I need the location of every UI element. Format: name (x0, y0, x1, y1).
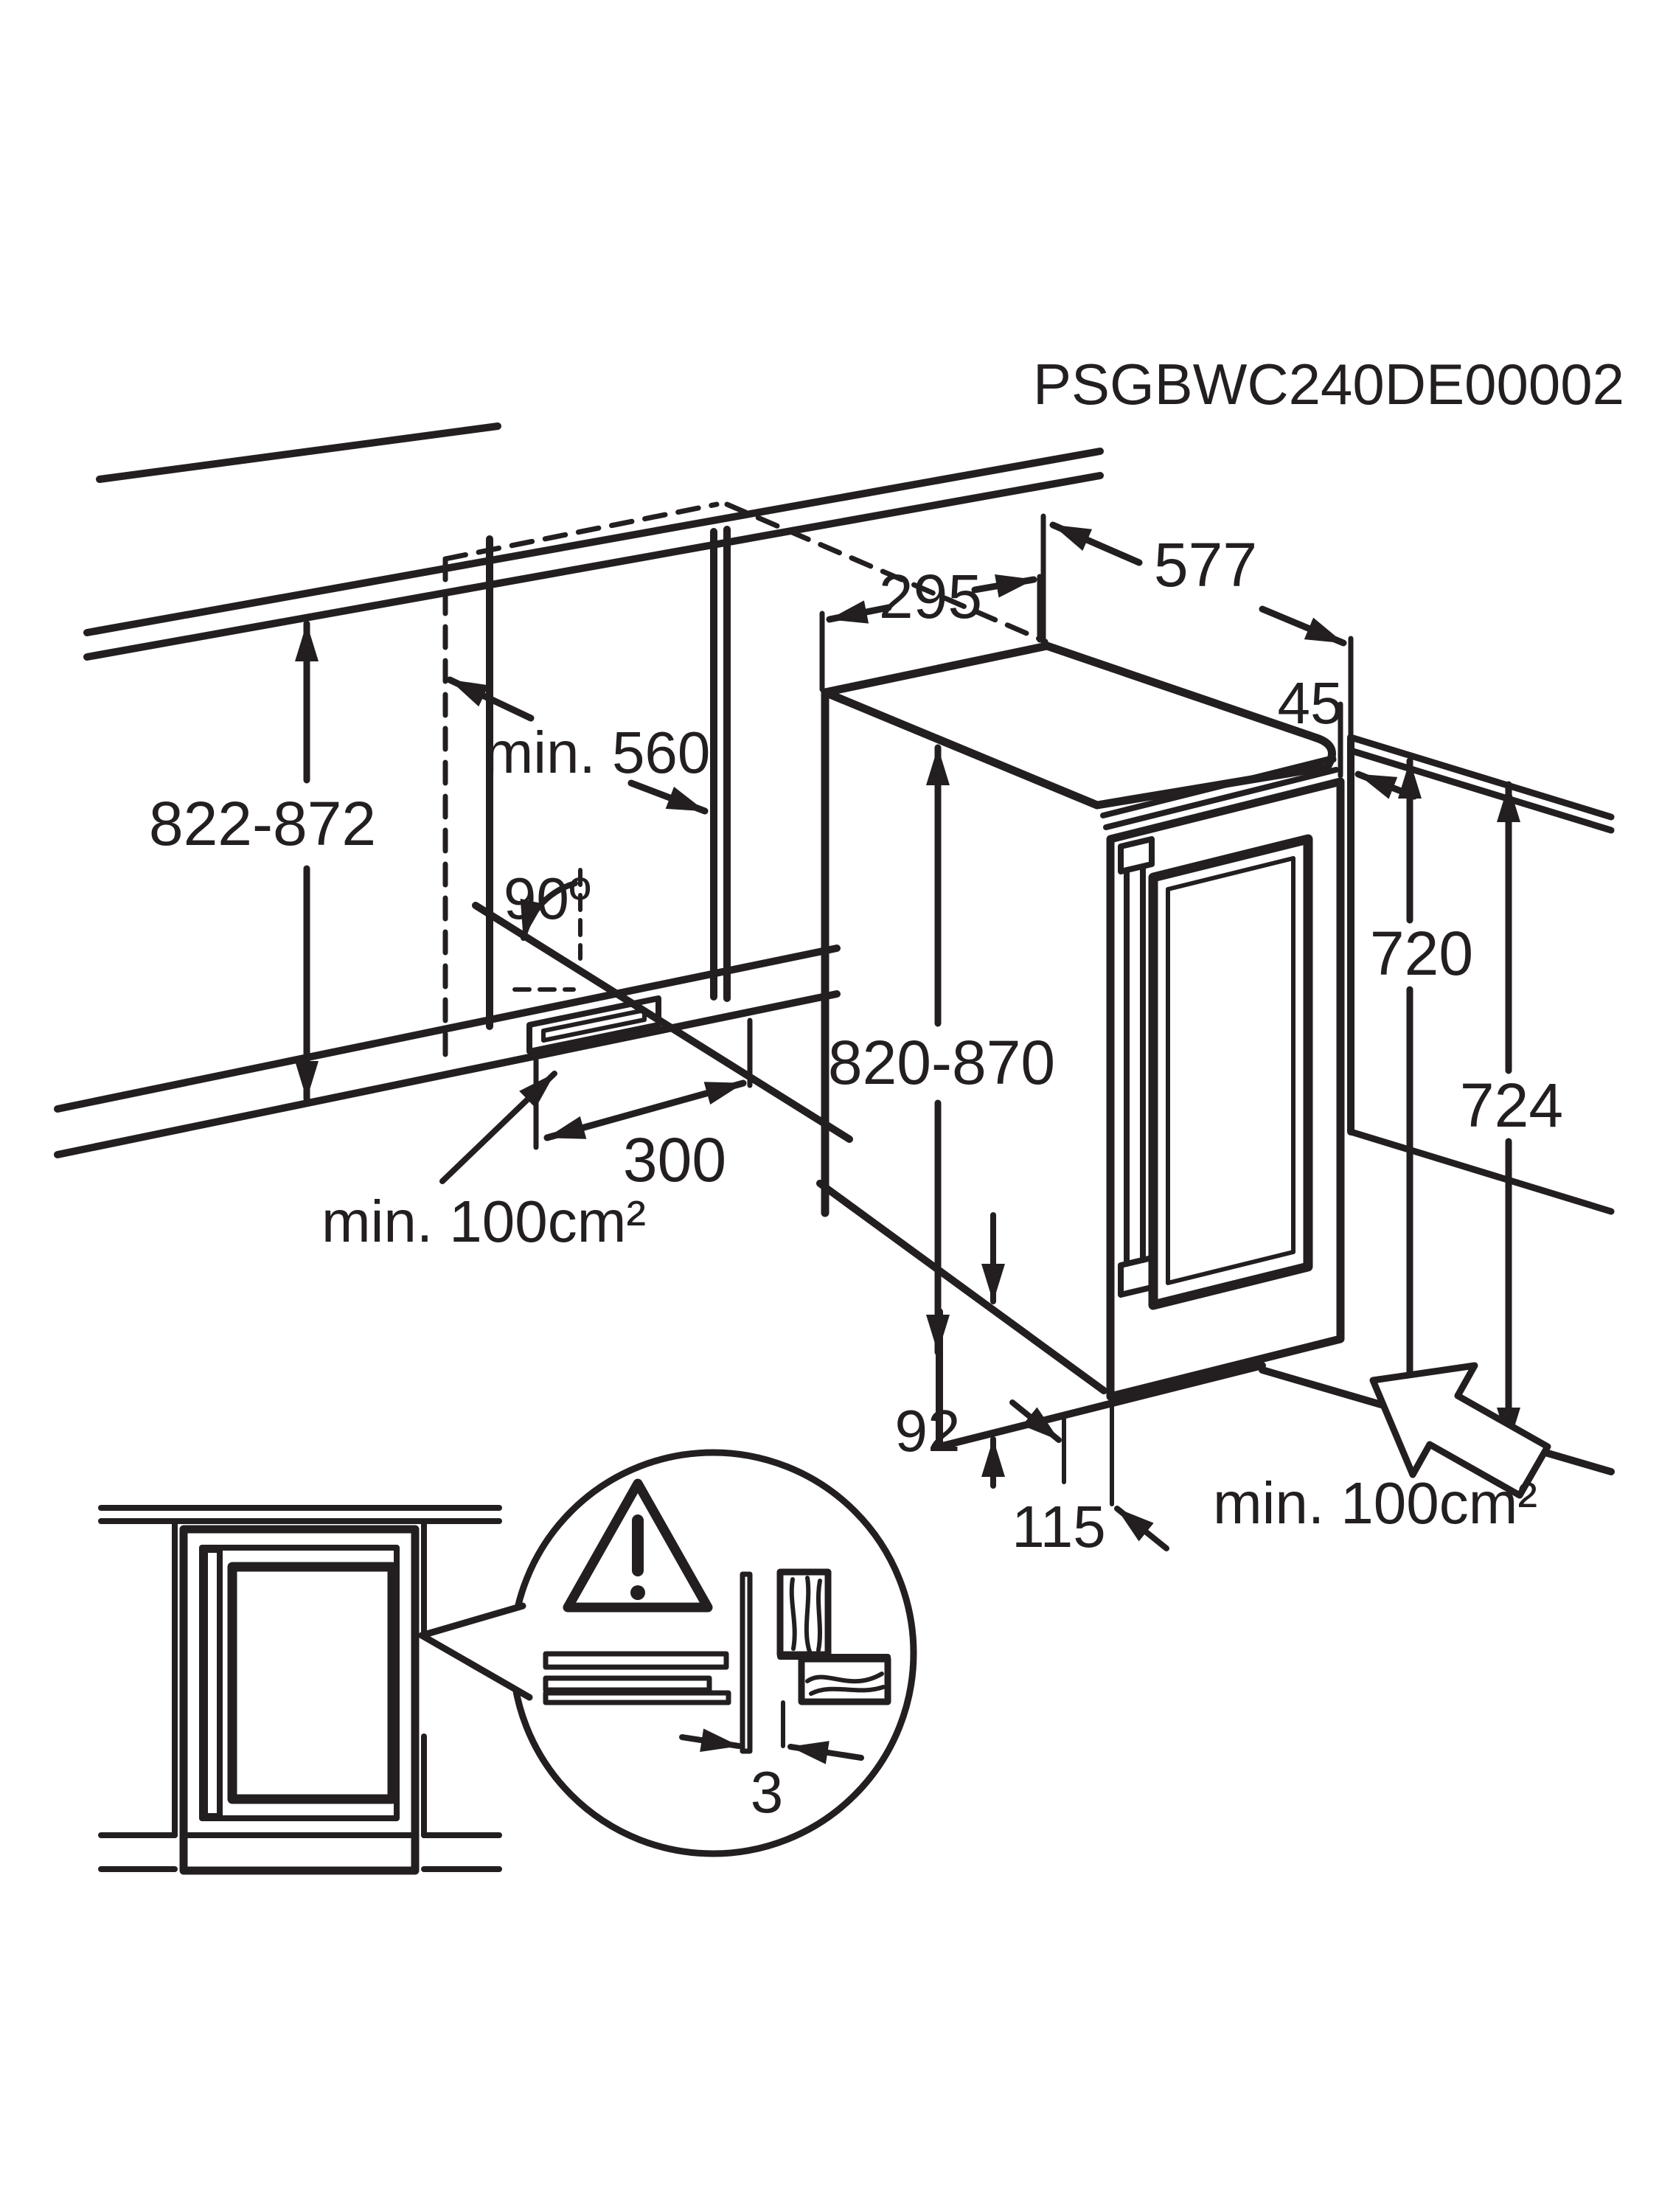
fv-glass-frame (227, 1562, 397, 1804)
cs-worktop-edge (543, 1651, 729, 1670)
vent-slot-inner (541, 1008, 647, 1043)
wood-grain-vertical (789, 1576, 822, 1654)
label-top-depth: 577 (1154, 530, 1257, 599)
dim-niche-height: 822-872 (149, 620, 376, 1102)
plinth-vent: 300 min. 100cm² (321, 995, 753, 1254)
cs-door-front-edge (740, 1571, 753, 1754)
unit-top-face (821, 641, 1336, 810)
cs-wood-panel-horizontal (798, 1655, 891, 1705)
right-side-panel (1347, 734, 1615, 1215)
panel-bottom-edge (1347, 1128, 1615, 1215)
fv-unit-outline (179, 1525, 420, 1875)
label-door-angle: 90º (504, 866, 591, 931)
toe-kick-floor-edge (936, 1362, 1266, 1450)
gap-arrow-right (787, 1741, 864, 1764)
gap-cross-section: 3 (543, 1568, 891, 1825)
open-door-edge (472, 902, 853, 1143)
model-code: PSGBWC240DE00002 (1033, 352, 1624, 417)
panel-top-edge-a (1347, 734, 1615, 821)
dim-top-width: 295 (819, 562, 1043, 692)
dim-niche-depth: min. 560 (446, 676, 711, 815)
countertop-front-upper (83, 448, 1104, 636)
label-appliance-height: 820-870 (828, 1028, 1055, 1097)
dim-295-arrow-left (826, 600, 892, 624)
detail-bubble: 3 (418, 1449, 917, 1857)
label-door-height: 720 (1370, 919, 1473, 988)
warning-triangle-icon (563, 1478, 713, 1613)
niche-hidden-depth-edge (724, 501, 1048, 644)
dim-top-depth: 577 (1040, 513, 1354, 742)
niche-hidden-top-edge (442, 501, 720, 562)
unit-top-trim-1 (1100, 755, 1336, 818)
label-vent-width: 300 (623, 1125, 726, 1194)
door-open-90: 90º (472, 866, 853, 1143)
dim-45-arrow-right (1354, 771, 1418, 800)
label-niche-height: 822-872 (149, 789, 376, 858)
countertop-front-lower (83, 472, 1104, 661)
label-vent-area-left: min. 100cm² (321, 1189, 646, 1254)
dim-plinth-recess: 115 (1009, 1399, 1169, 1559)
bubble-tail (418, 1602, 533, 1701)
panel-top-edge-b (1347, 747, 1615, 834)
label-plinth-recess: 115 (1012, 1494, 1106, 1559)
wood-grain-horizontal (805, 1672, 886, 1696)
dim-560-arrow-right (627, 779, 709, 815)
unit-top-trim-2 (1103, 767, 1339, 830)
cs-door-lower-layer (543, 1690, 731, 1705)
dim-plinth-height: 92 (895, 1212, 1005, 1489)
airflow-block-arrow (1369, 1362, 1551, 1499)
cs-door-top-layer (543, 1675, 712, 1693)
door-glass-frame (1148, 834, 1313, 1310)
base-plinth-top-line (54, 945, 841, 1113)
dim-door-height: 720 (1370, 757, 1473, 1419)
gap-arrow-left (679, 1728, 742, 1752)
label-top-width: 295 (879, 562, 982, 631)
ventilation-flow: min. 100cm² (1213, 1362, 1551, 1536)
dim-side-height: 724 (1460, 781, 1563, 1449)
wine-cooler-unit (816, 641, 1615, 1506)
label-side-height: 724 (1460, 1071, 1563, 1140)
label-plinth-height: 92 (895, 1398, 961, 1464)
base-plinth-bottom-line (54, 990, 841, 1158)
label-niche-depth: min. 560 (484, 720, 711, 785)
dim-appliance-height: 820-870 (828, 744, 1055, 1356)
dim-560-arrow-left (446, 676, 535, 722)
label-side-gap: 3 (751, 1759, 784, 1825)
fv-handle (202, 1547, 223, 1819)
dim-115-arrow-b (1114, 1506, 1169, 1551)
dim-300-arrow (543, 1079, 747, 1141)
label-vent-area-right: min. 100cm² (1213, 1470, 1537, 1536)
angle-arc-arrow (520, 880, 578, 941)
dim-577-arrow-right (1259, 605, 1347, 647)
vent-leader-arrow (439, 1071, 557, 1184)
warning-icon (563, 1478, 713, 1613)
handle-top-mount (1118, 836, 1155, 874)
dim-577-arrow-left (1049, 521, 1143, 566)
exclamation-dot (630, 1585, 645, 1600)
dim-115-arrow-a (1009, 1399, 1062, 1443)
wall-top-edge (96, 422, 501, 483)
unit-side-bottom-edge (816, 1180, 1107, 1394)
door-handle (1118, 836, 1155, 1298)
dim-295-arrow-right (971, 574, 1037, 598)
countertop (83, 422, 1104, 661)
door-glass-inner (1166, 856, 1295, 1285)
niche (54, 501, 1048, 1158)
vent-slot-outer (526, 995, 661, 1054)
front-view (98, 1505, 502, 1875)
